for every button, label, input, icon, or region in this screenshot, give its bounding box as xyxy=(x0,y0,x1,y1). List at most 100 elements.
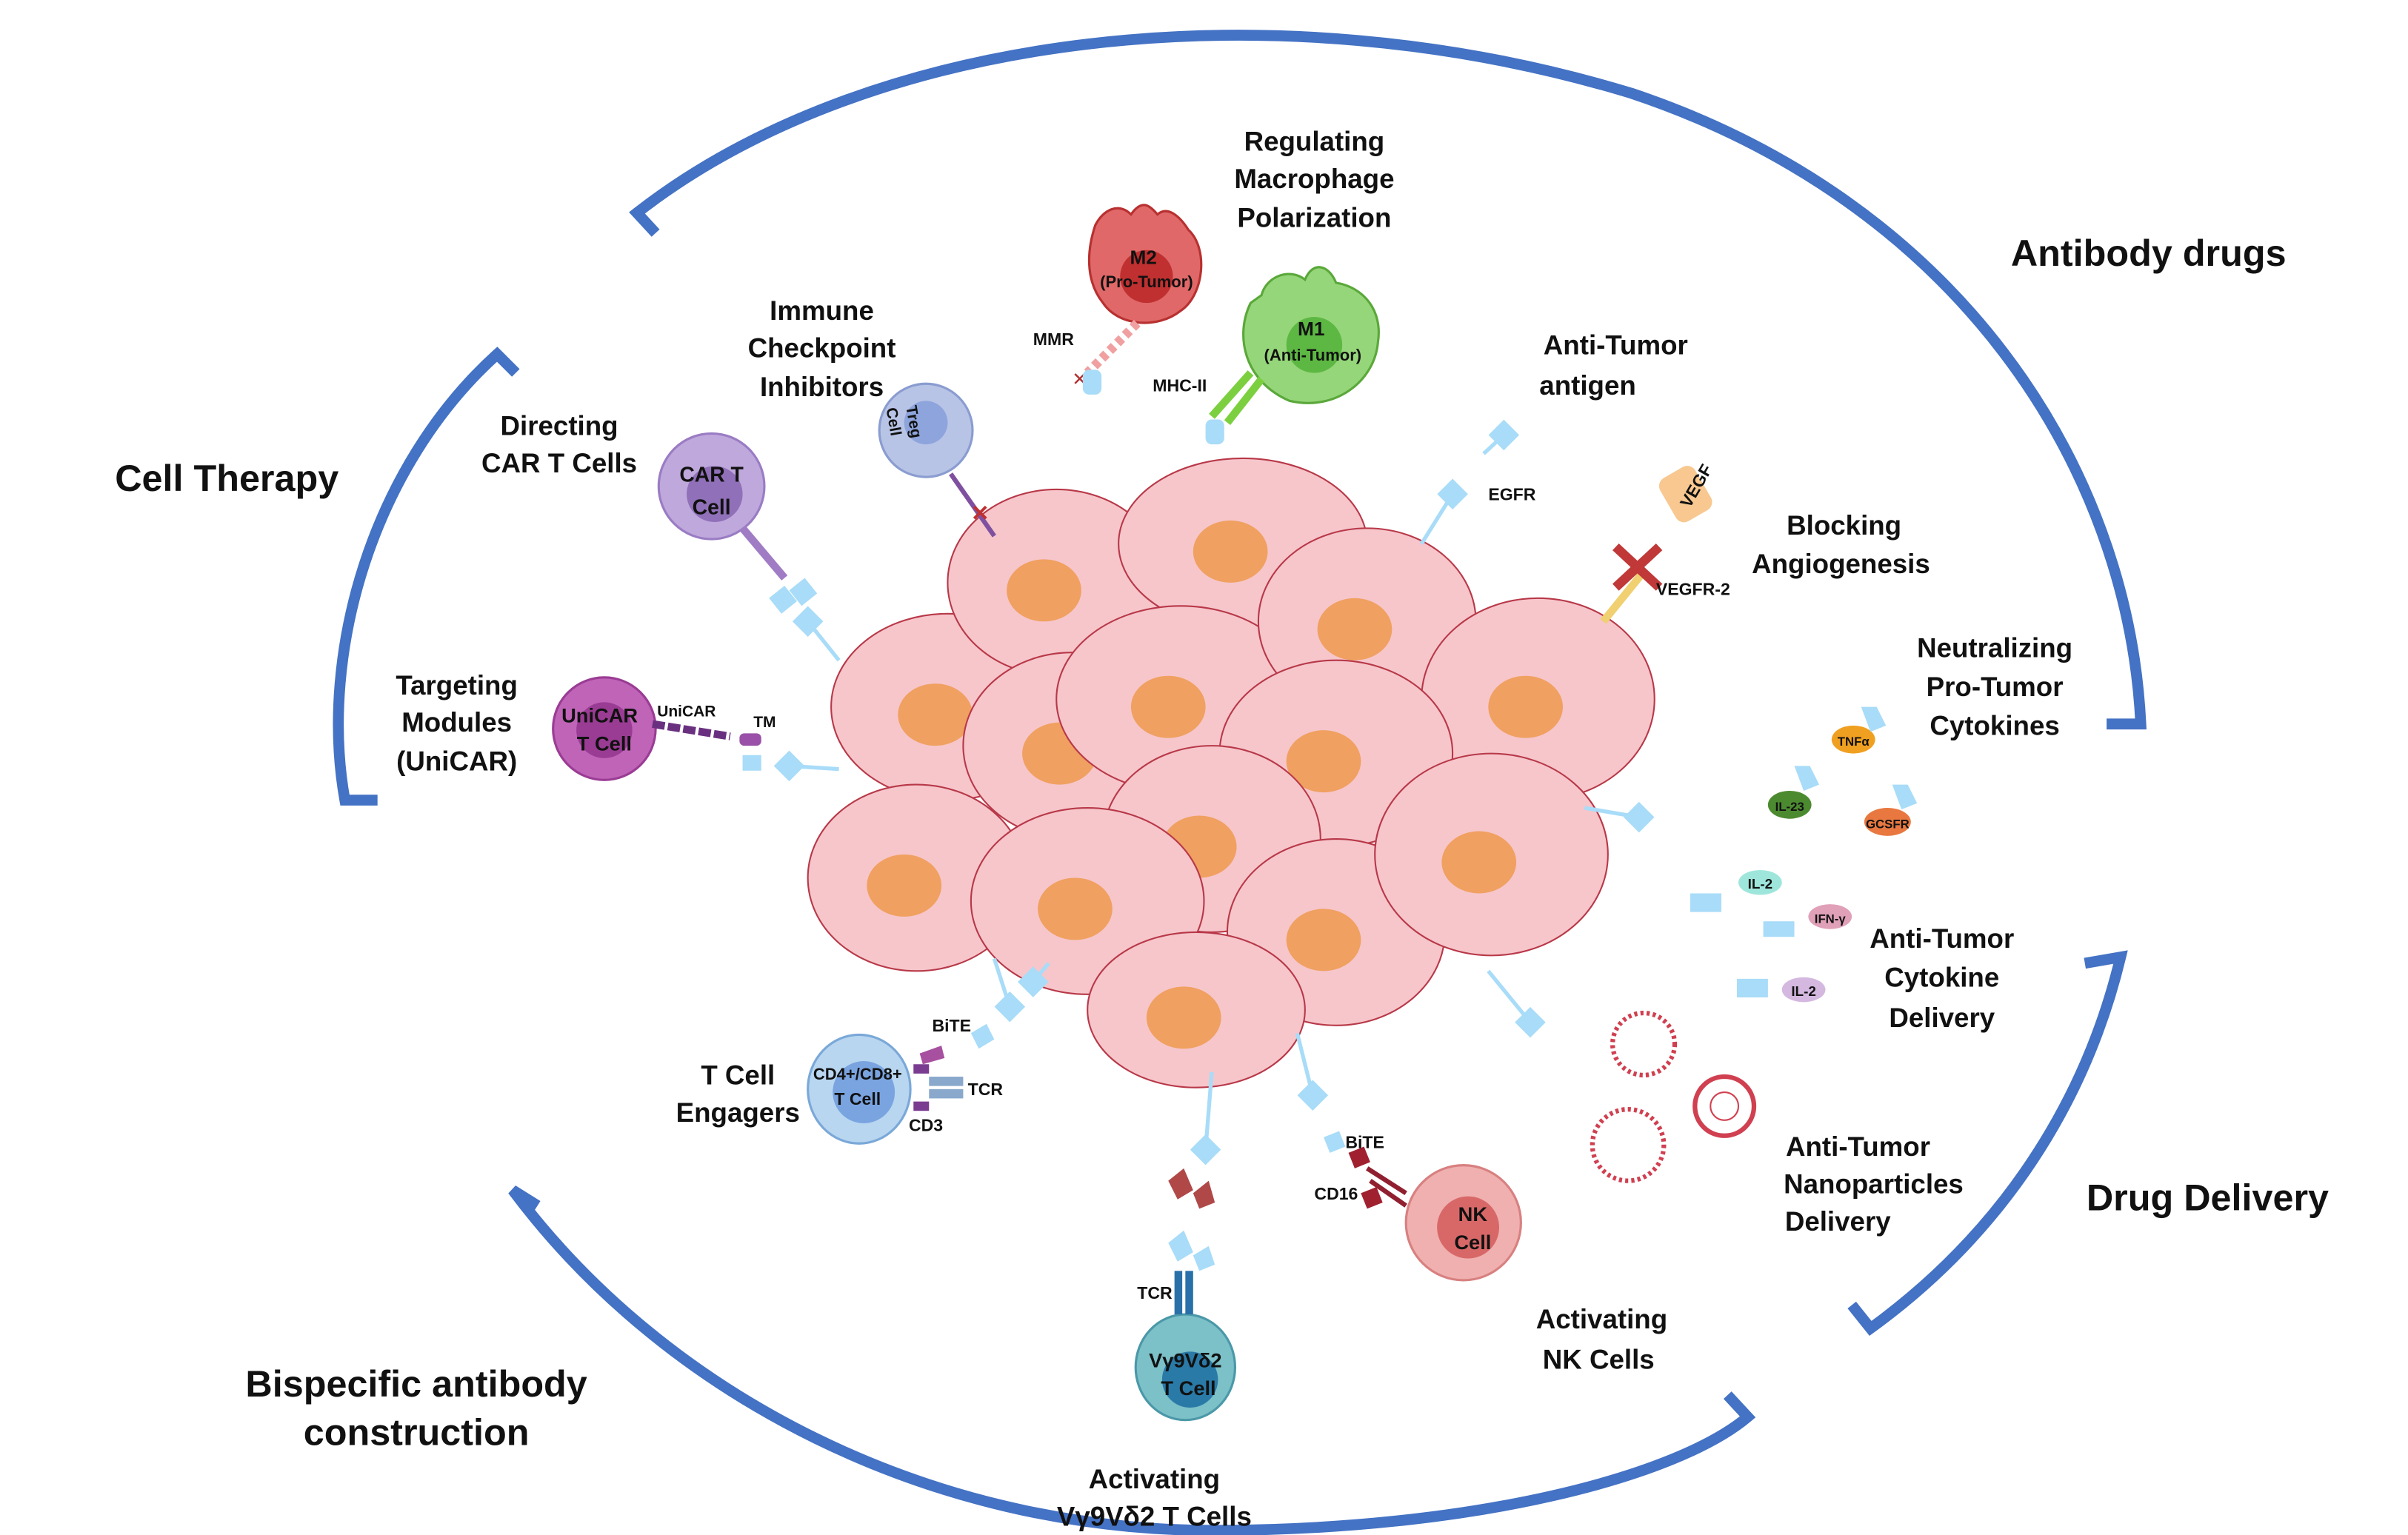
il23-label: IL-23 xyxy=(1775,800,1804,814)
ifng-label: IFN-γ xyxy=(1815,912,1847,926)
label-t-engagers: T Cell Engagers xyxy=(676,1060,800,1128)
nucleus xyxy=(1146,986,1221,1049)
bite-label: BiTE xyxy=(1345,1133,1384,1152)
cd3-label: CD3 xyxy=(909,1115,943,1134)
il2-label: IL-2 xyxy=(1791,984,1816,1000)
label-unicar: Targeting Modules (UniCAR) xyxy=(396,670,517,777)
label-nanoparticles: Anti-Tumor Nanoparticles Delivery xyxy=(1784,1131,1964,1237)
antigen-icon xyxy=(1190,1134,1221,1166)
label-neutralizing: Neutralizing Pro-Tumor Cytokines xyxy=(1917,633,2072,741)
nanoparticles xyxy=(1590,1010,1757,1183)
cell-label: CD4+/CD8+ xyxy=(813,1065,902,1083)
label-line: Nanoparticles xyxy=(1784,1168,1964,1199)
antigen-icon xyxy=(1297,1080,1329,1111)
antigen-icon xyxy=(773,750,805,782)
vegf-blocking: VEGF VEGFR-2 xyxy=(1600,461,1730,624)
cell-label: Cell xyxy=(693,495,731,519)
category-bispecific-line2: construction xyxy=(304,1411,530,1453)
arc-cell-therapy xyxy=(333,347,520,806)
antibody-icon xyxy=(1794,706,1918,810)
label-line: Activating xyxy=(1536,1304,1667,1334)
label-line: Delivery xyxy=(1785,1206,1891,1237)
antibody-icon xyxy=(1690,893,1795,998)
label-car-t: Directing CAR T Cells xyxy=(481,410,637,478)
antibody-icon xyxy=(1324,1131,1346,1153)
cell-label: (Pro-Tumor) xyxy=(1100,272,1193,291)
tcr-label: TCR xyxy=(968,1080,1004,1099)
label-line: Neutralizing xyxy=(1917,633,2072,663)
arc-antibody-drugs xyxy=(629,30,2147,730)
antigen-icon xyxy=(994,991,1026,1023)
il2-label: IL-2 xyxy=(1748,877,1773,892)
anti-tumor-cytokines: IL-2 IFN-γ IL-2 xyxy=(1690,869,1852,1003)
label-line: NK Cells xyxy=(1543,1344,1655,1374)
tumor-cell-cluster xyxy=(807,457,1655,1088)
category-drug-delivery: Drug Delivery xyxy=(2087,1176,2329,1218)
category-antibody-drugs: Antibody drugs xyxy=(2011,232,2287,274)
tumor-cell xyxy=(1087,931,1306,1088)
label-line: Inhibitors xyxy=(760,372,884,402)
tnfa-label: TNFα xyxy=(1838,735,1870,749)
label-line: Anti-Tumor xyxy=(1544,330,1688,360)
nucleus xyxy=(1130,675,1206,738)
cell-label: Cell xyxy=(1454,1231,1491,1254)
label-cytokine-delivery: Anti-Tumor Cytokine Delivery xyxy=(1870,923,2014,1033)
cell-label: (Anti-Tumor) xyxy=(1264,346,1362,364)
cell-label: M2 xyxy=(1130,247,1156,269)
unicar-t-cell: UniCAR T Cell UniCAR TM xyxy=(552,676,776,781)
antigen-icon xyxy=(1018,966,1049,997)
label-line: Cytokines xyxy=(1930,710,2059,740)
nucleus xyxy=(867,854,942,917)
antigen-stalk xyxy=(1487,969,1532,1024)
mhc2-label: MHC-II xyxy=(1153,376,1207,395)
label-line: Anti-Tumor xyxy=(1870,923,2014,954)
arc-bispecific xyxy=(508,1185,1756,1535)
label-line: antigen xyxy=(1539,370,1635,401)
antibody-icon xyxy=(970,1023,995,1049)
vegfr2-label: VEGFR-2 xyxy=(1656,580,1730,599)
label-line: Immune xyxy=(770,295,874,326)
antibody-icon xyxy=(769,578,818,614)
label-line: Vγ9Vδ2 T Cells xyxy=(1057,1501,1252,1531)
bite-label: BiTE xyxy=(932,1016,971,1035)
cd16-label: CD16 xyxy=(1314,1184,1358,1203)
cell-label: T Cell xyxy=(834,1089,881,1108)
nucleus xyxy=(898,683,973,746)
label-line: Regulating xyxy=(1244,127,1385,157)
block-x-icon: ✕ xyxy=(971,501,990,526)
label-line: Polarization xyxy=(1237,202,1391,233)
nucleus xyxy=(1441,831,1517,894)
antibody-icon xyxy=(1205,419,1224,445)
label-angiogenesis: Blocking Angiogenesis xyxy=(1752,510,1930,579)
label-line: Directing xyxy=(501,410,618,441)
arc-drug-delivery xyxy=(1847,950,2128,1336)
nucleus xyxy=(1038,877,1113,940)
label-line: Macrophage xyxy=(1234,164,1394,194)
nucleus xyxy=(1286,909,1361,972)
m2-macrophage: M2 (Pro-Tumor) MMR ✕ xyxy=(1033,204,1203,395)
m1-macrophage: M1 (Anti-Tumor) MHC-II xyxy=(1153,266,1380,445)
antigen-icon xyxy=(1515,1006,1546,1038)
category-bispecific-line1: Bispecific antibody xyxy=(245,1362,587,1405)
tumor-cell xyxy=(1421,597,1655,801)
treg-cell: Treg Cell ✕ xyxy=(878,382,996,538)
cell-label: M1 xyxy=(1298,318,1324,340)
category-cell-therapy: Cell Therapy xyxy=(115,457,338,499)
nucleus xyxy=(1317,598,1393,661)
label-line: CAR T Cells xyxy=(481,448,637,478)
label-vg9vd2: Activating Vγ9Vδ2 T Cells xyxy=(1057,1464,1252,1531)
label-line: Angiogenesis xyxy=(1752,549,1930,579)
cell-label: T Cell xyxy=(1161,1377,1215,1399)
antibody-icon xyxy=(1082,369,1102,395)
label-nk: Activating NK Cells xyxy=(1536,1304,1667,1375)
cell-label: CAR T xyxy=(679,463,743,486)
cell-label: T Cell xyxy=(577,732,632,755)
gcsfr-label: GCSFR xyxy=(1866,817,1910,831)
tm-label: TM xyxy=(753,714,776,731)
nucleus xyxy=(1488,675,1564,738)
cell-label: Vγ9Vδ2 xyxy=(1149,1348,1221,1371)
label-line: Activating xyxy=(1089,1464,1220,1494)
mmr-label: MMR xyxy=(1033,330,1074,349)
